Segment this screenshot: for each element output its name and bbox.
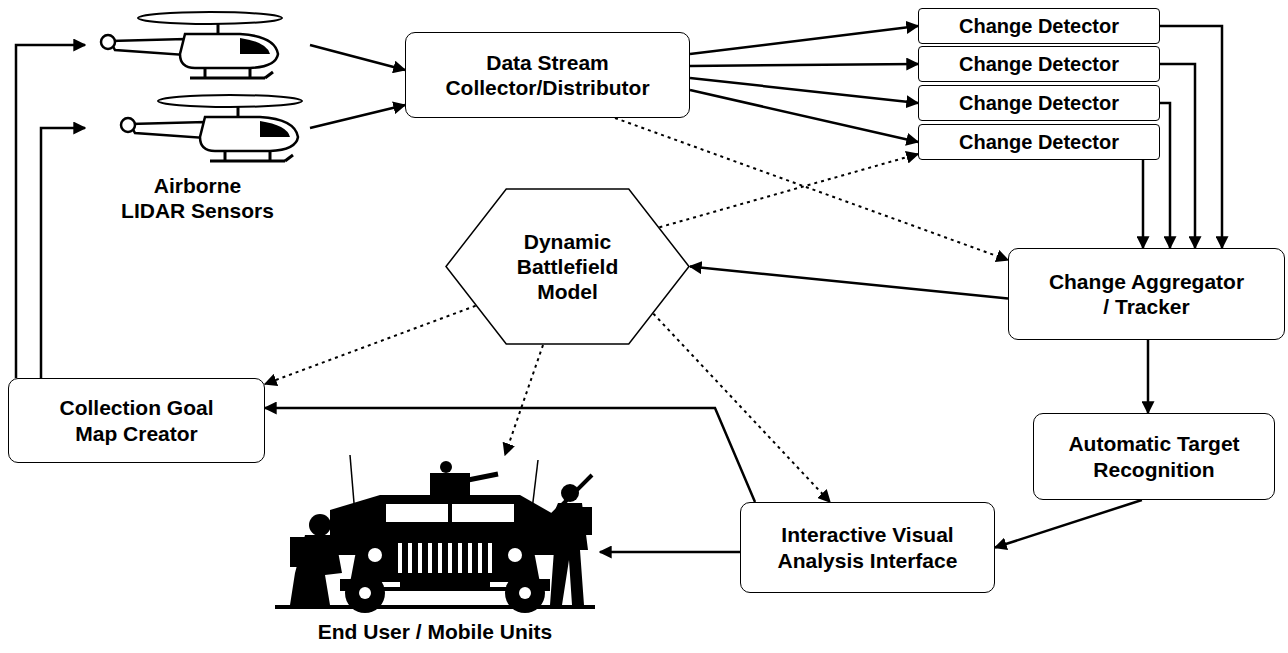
node-label: Change Detector bbox=[959, 130, 1119, 154]
illustration-part bbox=[468, 474, 498, 480]
process-box: Automatic Target Recognition bbox=[1033, 413, 1275, 500]
illustration-part bbox=[309, 514, 331, 536]
illustration-part bbox=[275, 605, 595, 609]
flow-arrow bbox=[1142, 160, 1145, 248]
flow-arrow bbox=[690, 26, 918, 54]
sensor-group: Airborne LIDAR Sensors bbox=[85, 5, 310, 227]
illustration-part bbox=[468, 543, 472, 573]
illustration-part bbox=[368, 548, 382, 562]
dotted-arrow bbox=[659, 154, 918, 227]
flow-arrow bbox=[1160, 103, 1170, 248]
illustration-part bbox=[418, 543, 422, 573]
node-label: Automatic Target Recognition bbox=[1059, 431, 1249, 481]
illustration-part bbox=[438, 543, 442, 573]
illustration-part bbox=[310, 539, 362, 550]
flow-arrow bbox=[1160, 26, 1222, 248]
dotted-arrow bbox=[505, 345, 543, 455]
illustration-part bbox=[550, 475, 592, 517]
flow-arrow bbox=[41, 128, 85, 378]
end-user-group: End User / Mobile Units bbox=[270, 455, 600, 648]
node-label: Change Aggregator / Tracker bbox=[1047, 269, 1247, 319]
flow-arrow bbox=[310, 105, 405, 128]
flow-arrow bbox=[995, 500, 1142, 548]
helicopter bbox=[101, 12, 282, 78]
flow-arrow bbox=[690, 78, 918, 103]
process-box: Interactive Visual Analysis Interface bbox=[740, 502, 995, 593]
node-label: End User / Mobile Units bbox=[318, 619, 553, 644]
flow-arrow bbox=[600, 551, 740, 554]
illustration-part bbox=[458, 543, 462, 573]
illustration-part bbox=[550, 503, 588, 605]
illustration-part bbox=[488, 543, 492, 573]
illustration-part bbox=[440, 461, 452, 473]
node-label: Collection Goal Map Creator bbox=[47, 395, 227, 445]
helicopter bbox=[121, 95, 302, 161]
node-label: Interactive Visual Analysis Interface bbox=[768, 522, 968, 572]
node-label: Data Stream Collector/Distributor bbox=[440, 50, 655, 100]
illustration-part bbox=[398, 543, 402, 573]
flow-arrow bbox=[1160, 64, 1195, 248]
flow-arrow bbox=[16, 45, 85, 378]
detector-box: Change Detector bbox=[918, 124, 1160, 160]
illustration-part bbox=[430, 473, 470, 497]
flow-arrow bbox=[690, 90, 918, 142]
node-label: Change Detector bbox=[959, 14, 1119, 38]
flow-arrow bbox=[310, 45, 405, 70]
model-hexagon: Dynamic Battlefield Model bbox=[445, 188, 690, 345]
process-box: Collection Goal Map Creator bbox=[8, 378, 265, 463]
illustration-part bbox=[448, 503, 452, 523]
humvee-soldiers bbox=[275, 455, 595, 613]
illustration-part bbox=[359, 587, 371, 599]
flow-arrow bbox=[265, 408, 755, 502]
node-label: Change Detector bbox=[959, 52, 1119, 76]
detector-box: Change Detector bbox=[918, 46, 1160, 82]
illustration-part bbox=[350, 530, 540, 583]
hexagon-shape bbox=[446, 189, 689, 344]
node-label: Change Detector bbox=[959, 91, 1119, 115]
illustration-part bbox=[478, 543, 482, 573]
process-box: Data Stream Collector/Distributor bbox=[405, 32, 690, 118]
process-box: Change Aggregator / Tracker bbox=[1008, 248, 1285, 340]
illustration-part bbox=[428, 543, 432, 573]
illustration-part bbox=[400, 543, 490, 573]
illustration-part bbox=[508, 548, 522, 562]
node-label: Dynamic Battlefield Model bbox=[505, 229, 630, 305]
detector-box: Change Detector bbox=[918, 85, 1160, 121]
dotted-arrow bbox=[265, 306, 476, 384]
flow-arrow bbox=[690, 267, 1008, 299]
illustration-part bbox=[519, 587, 531, 599]
illustration-part bbox=[408, 543, 412, 573]
node-label: Airborne LIDAR Sensors bbox=[120, 173, 276, 223]
detector-box: Change Detector bbox=[918, 8, 1160, 44]
illustration-part bbox=[385, 503, 515, 523]
flow-arrow bbox=[1147, 340, 1150, 413]
flow-arrow bbox=[690, 64, 918, 66]
illustration-part bbox=[448, 543, 452, 573]
